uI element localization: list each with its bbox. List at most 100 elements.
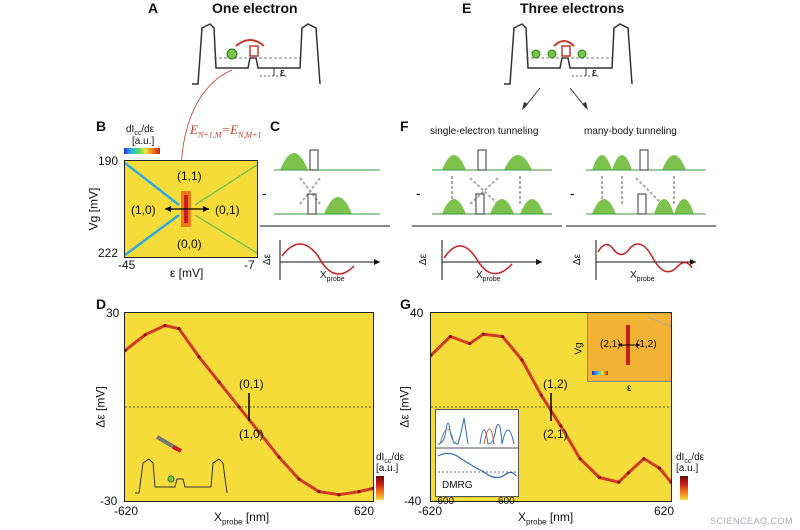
panel-g-point — [597, 475, 601, 480]
panel-d-point — [277, 455, 281, 459]
panel-b-ytick-top: 190 — [98, 154, 119, 168]
panel-g-dmrg-xtick-left: -600 — [434, 496, 455, 507]
panel-d-xlabel: Xprobe [nm] — [214, 510, 270, 527]
panel-f-manybody-xlabel: Xprobe — [630, 270, 655, 283]
region-01: (0,1) — [215, 203, 240, 217]
panel-g-xlabel: Xprobe [nm] — [518, 510, 574, 527]
panel-d-point — [257, 430, 261, 434]
panel-d-xtick-right: 620 — [354, 504, 375, 518]
epsilon-label-a: ε — [280, 67, 285, 79]
panel-g-inset-xlabel: ε — [627, 383, 632, 394]
panel-g-dmrg-xtick-right: 600 — [498, 496, 515, 507]
panel-g-colorbar — [680, 476, 688, 500]
panel-e-label: E — [462, 0, 472, 16]
panel-d-point — [125, 349, 127, 353]
panel-c-ylabel: Δε — [262, 253, 274, 266]
panel-g-state-top: (1,2) — [543, 377, 568, 391]
panel-a-label: A — [148, 0, 159, 16]
region-00: (0,0) — [177, 237, 202, 251]
panel-g-point — [657, 466, 661, 470]
panel-g-map: (1,2) (2,1) (2,1) (1,2) Vg ε DMRG — [430, 312, 672, 502]
panel-g-point — [626, 471, 631, 475]
panel-d-point — [297, 477, 301, 481]
panel-g-point — [578, 457, 582, 461]
panel-d-inset-potential — [135, 435, 228, 494]
panel-d-point — [317, 490, 321, 494]
panel-f-minus-2: - — [570, 185, 575, 201]
panel-f-label: F — [400, 118, 409, 134]
panel-b-colorbar-unit: [a.u.] — [132, 136, 155, 147]
panel-g-ytick-bottom: -40 — [404, 494, 422, 508]
panel-g-point — [539, 393, 543, 397]
panel-f-manybody-ylabel: Δε — [572, 253, 584, 266]
panel-d-point — [337, 493, 341, 497]
panel-f-single-diagram: - — [412, 149, 562, 280]
panel-c-tunneling-diagram: - — [260, 149, 390, 280]
panel-b-xtick-right: -7 — [244, 258, 255, 272]
panel-b-heatmap: (1,1) (1,0) (0,1) (0,0) — [124, 160, 258, 258]
panel-f-subtitle-single: single-electron tunneling — [430, 126, 539, 137]
panel-c-label: C — [270, 118, 281, 134]
panel-a-title: One electron — [212, 0, 298, 16]
electron-icon — [226, 48, 238, 60]
panel-f-subtitle-manybody: many-body tunneling — [584, 126, 677, 137]
panel-g-point — [481, 332, 485, 336]
panel-d-colorbar-unit: [a.u.] — [376, 463, 399, 474]
panel-g-point — [669, 480, 671, 484]
panel-c-xlabel: Xprobe — [320, 270, 345, 283]
panel-g-dmrg-inset: DMRG — [435, 409, 519, 497]
epsilon-label-e: ε — [592, 67, 597, 79]
region-11: (1,1) — [177, 169, 202, 183]
panel-g-ylabel: Δε [mV] — [397, 386, 412, 428]
panel-g-ytick-top: 40 — [410, 306, 424, 320]
panel-g-colorbar-label: dIcc/dε — [676, 452, 705, 465]
panel-f-manybody-diagram: - — [566, 149, 716, 280]
panel-f-single-ylabel: Δε — [418, 253, 430, 266]
panel-e-title: Three electrons — [520, 0, 625, 16]
panel-e-arrows — [522, 87, 588, 110]
panel-g-point — [520, 358, 524, 362]
panel-b-equation: EN+1,M=EN,M+1 — [190, 122, 262, 140]
panel-g-inset-ylabel: Vg — [573, 342, 585, 355]
panel-g-point — [431, 353, 433, 357]
panel-c-minus: - — [262, 185, 267, 201]
panel-d-point — [197, 355, 201, 359]
panel-d-ytick-bottom: -30 — [100, 494, 118, 508]
panel-g-inset-right: (1,2) — [636, 339, 657, 350]
panel-g-point — [559, 424, 563, 428]
panel-d-xtick-left: -620 — [114, 504, 139, 518]
panel-d-point — [143, 333, 147, 337]
panel-g-point — [642, 457, 646, 461]
panel-d-ytick-top: 30 — [106, 306, 120, 320]
watermark: SCIENCEAQ.COM — [710, 516, 794, 526]
panel-b-xlabel: ε [mV] — [170, 266, 204, 280]
panel-g-xtick-right: 620 — [654, 504, 675, 518]
panel-g-point — [617, 480, 621, 484]
panel-d-point — [217, 380, 221, 384]
panel-d-point — [237, 405, 241, 409]
panel-g-point — [468, 341, 472, 346]
panel-d-colorbar — [376, 476, 384, 500]
panel-b-colorbar — [124, 148, 160, 154]
panel-b-colorbar-label: dIcc/dε — [126, 124, 155, 137]
panel-g-point — [448, 334, 452, 339]
panel-d-label: D — [96, 296, 107, 312]
panel-b-ytick-bottom: 222 — [98, 246, 119, 260]
panel-g-inset-map: (2,1) (1,2) — [587, 313, 671, 382]
panel-a-potential-diagram: ε — [192, 23, 321, 85]
panel-e-potential-diagram: ε — [504, 23, 633, 85]
panel-d-point — [357, 490, 361, 494]
panel-f-minus-1: - — [416, 185, 421, 201]
panel-b-ylabel: Vg [mV] — [86, 187, 101, 231]
panel-d-colorbar-label: dIcc/dε — [376, 452, 405, 465]
panel-g-inset-left: (2,1) — [600, 339, 621, 350]
panel-g-point — [501, 334, 505, 339]
panel-d-state-bottom: (1,0) — [239, 427, 264, 441]
panel-f-single-xlabel: Xprobe — [476, 270, 501, 283]
panel-d-state-top: (0,1) — [239, 377, 264, 391]
panel-b-label: B — [96, 118, 107, 134]
panel-g-dmrg-label: DMRG — [442, 480, 473, 491]
panel-g-state-bottom: (2,1) — [543, 427, 568, 441]
panel-b-xtick-left: -45 — [118, 258, 136, 272]
panel-d-point — [177, 327, 181, 331]
